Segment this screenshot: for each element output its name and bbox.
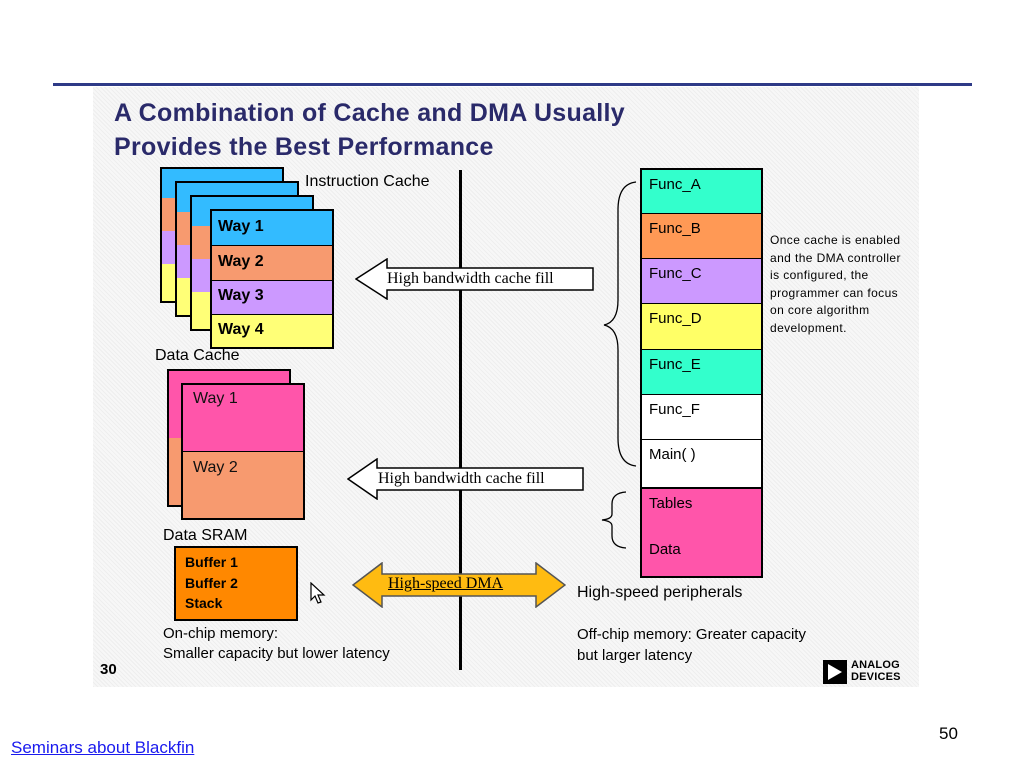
logo-text-1: ANALOG [851, 659, 900, 671]
offchip-memory-line-1: Off-chip memory: Greater capacity [577, 626, 806, 643]
double-arrow-shape [352, 562, 566, 608]
cache-fill-arrow-1: High bandwidth cache fill [355, 258, 595, 300]
onchip-memory-line-1: On-chip memory: [163, 625, 279, 642]
func-main: Main( ) [640, 440, 763, 489]
logo-triangle [823, 660, 847, 684]
data-cache-way-1: Way 1 [183, 385, 303, 452]
page-number: 50 [939, 724, 958, 743]
title-line-2: Provides the Best Performance [114, 133, 494, 161]
data-sram-box: Buffer 1 Buffer 2 Stack [174, 546, 298, 621]
dma-double-arrow: High-speed DMA [352, 562, 566, 608]
instruction-way-1: Way 1 [212, 211, 332, 246]
func-a: Func_A [640, 168, 763, 214]
title-line-1: A Combination of Cache and DMA Usually [114, 99, 625, 127]
cache-fill-label-1: High bandwidth cache fill [387, 270, 554, 287]
peripherals-label: High-speed peripherals [577, 584, 743, 601]
sram-stack: Stack [185, 595, 223, 611]
top-rule [53, 83, 972, 86]
tables-item: Tables [640, 489, 763, 535]
dma-label: High-speed DMA [388, 575, 504, 592]
sram-buffer-1: Buffer 1 [185, 554, 238, 570]
sram-buffer-2: Buffer 2 [185, 574, 238, 591]
function-brace [603, 181, 637, 467]
data-cache-label: Data Cache [155, 347, 240, 364]
data-sram-label: Data SRAM [163, 527, 248, 544]
left-arrow-shape [355, 258, 594, 300]
slide-title: A Combination of Cache and DMA Usually P… [114, 96, 625, 164]
analog-devices-logo-icon: ANALOG DEVICES [823, 659, 915, 685]
chip-boundary-line [459, 170, 462, 670]
instruction-cache-label: Instruction Cache [305, 173, 430, 190]
logo-text-2: DEVICES [851, 671, 901, 683]
data-brace [601, 491, 627, 549]
func-f: Func_F [640, 395, 763, 440]
slide-number: 30 [100, 661, 117, 678]
func-d: Func_D [640, 304, 763, 350]
data-item: Data [640, 535, 763, 578]
instruction-way-4: Way 4 [212, 315, 332, 347]
left-arrow-shape [347, 458, 584, 500]
data-cache-way-2: Way 2 [183, 452, 303, 518]
offchip-memory-line-2: but larger latency [577, 647, 693, 664]
instruction-way-3: Way 3 [212, 281, 332, 315]
onchip-memory-line-2: Smaller capacity but lower latency [163, 645, 390, 662]
cache-dma-note: Once cache is enabled and the DMA contro… [770, 233, 901, 335]
cache-fill-arrow-2: High bandwidth cache fill [347, 458, 585, 500]
func-b: Func_B [640, 214, 763, 259]
cache-fill-label-2: High bandwidth cache fill [378, 470, 545, 487]
instruction-way-2: Way 2 [212, 246, 332, 281]
seminars-link[interactable]: Seminars about Blackfin [11, 738, 195, 757]
func-e: Func_E [640, 350, 763, 395]
mouse-pointer-icon [310, 582, 326, 604]
func-c: Func_C [640, 259, 763, 304]
data-cache-front: Way 1 Way 2 [181, 383, 305, 520]
instruction-cache-front: Way 1 Way 2 Way 3 Way 4 [210, 209, 334, 349]
